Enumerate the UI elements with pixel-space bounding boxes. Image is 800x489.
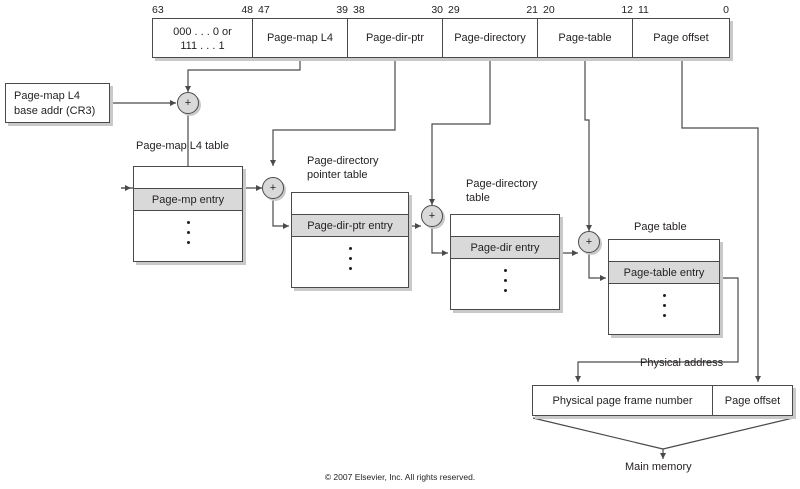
caption-line1: Page table: [634, 221, 687, 233]
page-offset-field[interactable]: Page offset: [632, 18, 730, 58]
caption-line2: table: [466, 191, 490, 204]
caption-line1: Page-directory: [466, 178, 538, 190]
bit-label-38: 38: [353, 4, 365, 16]
caption-line1: Page-directory: [307, 155, 379, 167]
caption-line1: Page-map L4 table: [136, 140, 229, 152]
table-ellipsis: [134, 211, 242, 244]
sign-extend-field[interactable]: 000 . . . 0 or 111 . . . 1: [152, 18, 253, 58]
bit-label-12: 12: [621, 4, 633, 16]
table-empty-row: [134, 167, 242, 189]
sign-extend-line1: 000 . . . 0 or: [173, 26, 232, 38]
page-mp-entry[interactable]: Page-mp entry: [134, 189, 242, 211]
funnel-left: [532, 417, 664, 450]
page-dir-entry[interactable]: Page-dir entry: [451, 237, 559, 259]
physical-page-offset-cell[interactable]: Page offset: [724, 394, 781, 407]
bit-label-48: 48: [241, 4, 253, 16]
physical-address-label: Physical address: [640, 357, 724, 369]
table-ellipsis: [451, 259, 559, 292]
page-map-l4-table: Page-mp entry: [133, 166, 243, 262]
adder-3: +: [421, 205, 443, 227]
bit-label-20: 20: [543, 4, 555, 16]
page-map-l4-base-register[interactable]: Page-map L4 base addr (CR3): [5, 83, 110, 123]
bit-label-39: 39: [336, 4, 348, 16]
bit-label-11: 11: [638, 4, 649, 16]
bit-label-30: 30: [431, 4, 443, 16]
page-table-field[interactable]: Page-table: [537, 18, 633, 58]
table-empty-row: [609, 240, 719, 262]
copyright-notice: © 2007 Elsevier, Inc. All rights reserve…: [324, 472, 476, 482]
adder-2: +: [262, 177, 284, 199]
page-map-l4-table-caption: Page-map L4 table: [136, 140, 229, 154]
page-directory-field[interactable]: Page-directory: [442, 18, 538, 58]
table-ellipsis: [609, 284, 719, 317]
wire-pdptfield-to-adder2: [270, 58, 396, 166]
bit-label-47: 47: [258, 4, 270, 16]
page-table: Page-table entry: [608, 239, 720, 335]
sign-extend-line2: 111 . . . 1: [180, 40, 225, 52]
page-dir-ptr-field[interactable]: Page-dir-ptr: [347, 18, 443, 58]
cr3-line1: Page-map L4: [14, 90, 81, 102]
wire-pml4-to-adder1: [185, 58, 301, 92]
caption-line2: pointer table: [307, 168, 368, 181]
bit-label-63: 63: [152, 4, 164, 16]
physical-page-frame-number-cell[interactable]: Physical page frame number: [533, 386, 713, 415]
wire-ptfield-to-adder4: [584, 58, 592, 231]
adder-4: +: [578, 231, 600, 253]
bit-label-0: 0: [723, 4, 729, 16]
wire-adder4-down: [588, 253, 596, 279]
bit-label-29: 29: [448, 4, 460, 16]
bit-label-21: 21: [526, 4, 538, 16]
cr3-line2: base addr (CR3): [14, 105, 96, 117]
funnel-right: [662, 417, 794, 450]
page-table-caption: Page table: [634, 221, 687, 235]
page-directory-table: Page-dir entry: [450, 214, 560, 310]
page-dir-ptr-table: Page-dir-ptr entry: [291, 192, 409, 288]
page-dir-ptr-table-caption: Page-directory pointer table: [307, 155, 379, 182]
page-directory-table-caption: Page-directory table: [466, 178, 538, 205]
page-dir-ptr-entry[interactable]: Page-dir-ptr entry: [292, 215, 408, 237]
main-memory-label: Main memory: [625, 461, 692, 473]
page-map-l4-field[interactable]: Page-map L4: [252, 18, 348, 58]
adder-1: +: [177, 92, 199, 114]
wire-adder3-down: [431, 227, 438, 254]
table-empty-row: [451, 215, 559, 237]
table-ellipsis: [292, 237, 408, 270]
table-empty-row: [292, 193, 408, 215]
page-table-entry[interactable]: Page-table entry: [609, 262, 719, 284]
physical-address-bar: Physical page frame number Page offset: [532, 385, 793, 416]
